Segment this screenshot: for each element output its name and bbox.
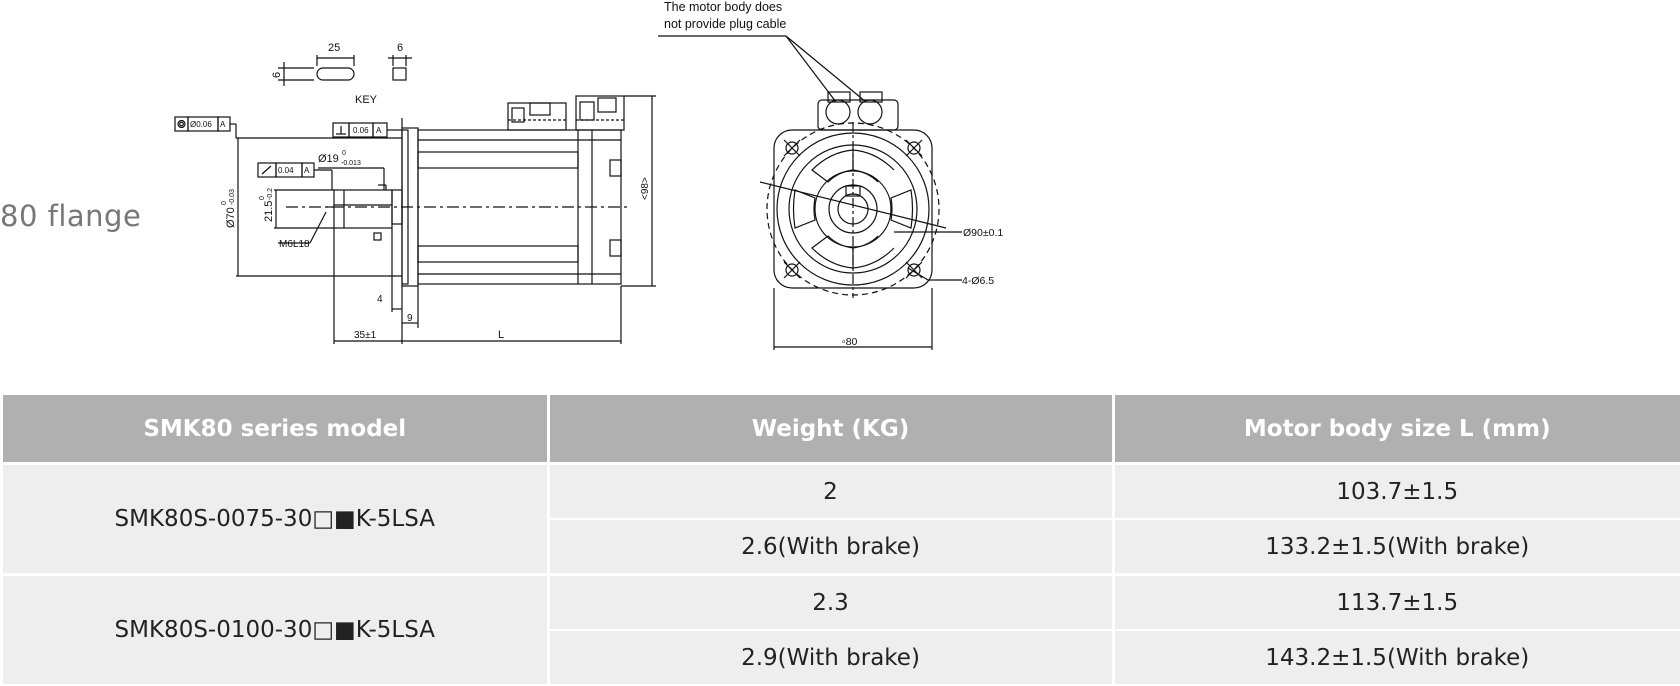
runout-value: 0.04	[278, 166, 294, 175]
dim-4: 4	[377, 294, 383, 305]
perpendicularity-datum: A	[376, 126, 382, 135]
table-row: SMK80S-0075-30□■K-5LSA 2 103.7±1.5	[3, 462, 1680, 576]
motor-front-view	[658, 35, 962, 350]
shaft-diameter: Ø19	[318, 153, 339, 165]
size-cell: 113.7±1.5	[1113, 573, 1680, 631]
table-row: 2.6(With brake) 133.2±1.5(With brake)	[3, 518, 1680, 576]
spigot-tol-upper: 0	[221, 201, 228, 205]
model-cell: SMK80S-0075-30□■K-5LSA	[3, 462, 550, 576]
concentricity-datum: A	[220, 120, 226, 129]
dim-height: <98>	[640, 177, 651, 200]
weight-cell: 2.9(With brake)	[548, 629, 1115, 686]
perpendicularity-value: 0.06	[353, 126, 369, 135]
dim-9: 9	[407, 313, 413, 324]
weight-cell: 2	[548, 462, 1115, 520]
key-width-dim: 6	[397, 42, 403, 54]
table-row: SMK80S-0100-30□■K-5LSA 2.3 113.7±1.5	[3, 573, 1680, 686]
shaft-tol-upper: 0	[342, 150, 346, 157]
thread-spec: M6L18	[279, 239, 310, 250]
dimension-labels: The motor body does not provide plug cab…	[190, 0, 1003, 348]
size-cell: 133.2±1.5(With brake)	[1113, 518, 1680, 576]
key-height-dim: 6	[271, 72, 283, 78]
model-cell: SMK80S-0100-30□■K-5LSA	[3, 573, 550, 686]
key-length-dim: 25	[328, 42, 340, 54]
note-line-1: The motor body does	[664, 0, 782, 14]
dim-shaft-length: 35±1	[354, 330, 377, 341]
motor-dimension-drawing: The motor body does not provide plug cab…	[174, 0, 1003, 350]
motor-side-view	[174, 95, 656, 344]
key-detail	[278, 55, 412, 86]
table-row: 2.9(With brake) 143.2±1.5(With brake)	[3, 629, 1680, 686]
spigot-diameter: Ø70	[225, 207, 237, 228]
key-depth-tol-upper: 0	[259, 196, 266, 200]
holes-dim: 4-Ø6.5	[962, 275, 994, 287]
runout-datum: A	[304, 166, 310, 175]
weight-cell: 2.3	[548, 573, 1115, 631]
header-weight: Weight (KG)	[548, 395, 1115, 464]
key-label: KEY	[355, 94, 378, 106]
square-dim: ▫80	[842, 336, 858, 348]
size-cell: 143.2±1.5(With brake)	[1113, 629, 1680, 686]
header-size: Motor body size L (mm)	[1113, 395, 1680, 464]
note-line-2: not provide plug cable	[664, 17, 786, 31]
key-depth: 21.5	[263, 201, 275, 222]
weight-cell: 2.6(With brake)	[548, 518, 1115, 576]
concentricity-value: Ø0.06	[190, 120, 212, 129]
key-depth-tol-lower: -0.2	[267, 188, 274, 200]
size-cell: 103.7±1.5	[1113, 462, 1680, 520]
flange-label: 80 flange	[0, 199, 142, 233]
spigot-tol-lower: -0.03	[229, 189, 236, 205]
shaft-tol-lower: -0.013	[341, 160, 361, 167]
pcd-dim: Ø90±0.1	[963, 227, 1003, 239]
dim-body-length: L	[498, 329, 504, 341]
table-header-row: SMK80 series model Weight (KG) Motor bod…	[3, 395, 1680, 464]
spec-table: SMK80 series model Weight (KG) Motor bod…	[3, 395, 1680, 686]
header-model: SMK80 series model	[3, 395, 550, 464]
